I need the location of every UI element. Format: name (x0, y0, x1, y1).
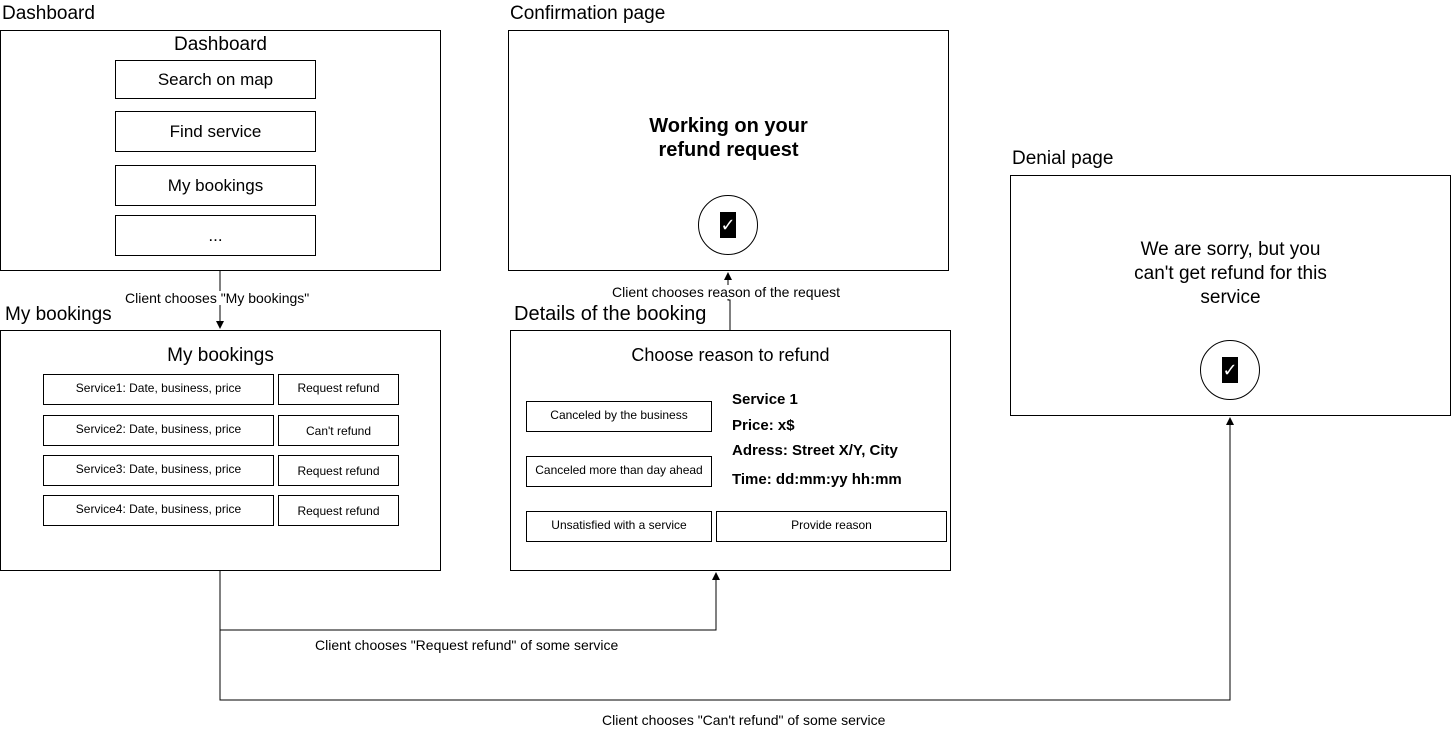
confirmation-frame-title: Confirmation page (510, 3, 666, 24)
my-bookings-inner-title: My bookings (167, 345, 274, 366)
edge-label-reason: Client chooses reason of the request (612, 284, 841, 300)
edge-my-bookings-to-details (219, 570, 720, 631)
booking-row-service: Service1: Date, business, price (43, 374, 274, 405)
booking-address: Adress: Street X/Y, City (732, 442, 898, 459)
confirmation-message-line: refund request (658, 139, 799, 161)
denial-message: We are sorry, but you can't get refund f… (1011, 238, 1450, 310)
my-bookings-frame-title: My bookings (5, 304, 112, 325)
reason-canceled-by-business-button[interactable]: Canceled by the business (526, 401, 712, 432)
denial-frame-title: Denial page (1012, 148, 1114, 169)
reason-canceled-ahead-button[interactable]: Canceled more than day ahead (526, 456, 712, 487)
my-bookings-frame: My bookings Service1: Date, business, pr… (0, 330, 441, 571)
booking-row-service: Service3: Date, business, price (43, 455, 274, 486)
denial-message-line: service (1200, 287, 1261, 308)
booking-row-service: Service2: Date, business, price (43, 415, 274, 446)
denial-frame: We are sorry, but you can't get refund f… (1010, 175, 1451, 416)
booking-price: Price: x$ (732, 417, 795, 434)
confirmation-frame: Working on your refund request ✓ (508, 30, 949, 271)
booking-service-name: Service 1 (732, 391, 798, 408)
confirmation-message-line: Working on your (649, 115, 808, 137)
find-service-button[interactable]: Find service (115, 111, 316, 152)
details-frame: Choose reason to refund Canceled by the … (510, 330, 951, 571)
confirmation-message: Working on your refund request (509, 114, 948, 162)
request-refund-button[interactable]: Request refund (278, 495, 399, 526)
dashboard-inner-title: Dashboard (174, 34, 267, 55)
edge-label-my-bookings: Client chooses "My bookings" (125, 290, 310, 306)
request-refund-button[interactable]: Request refund (278, 374, 399, 405)
provide-reason-field[interactable]: Provide reason (716, 511, 947, 542)
details-frame-title: Details of the booking (514, 303, 707, 325)
dashboard-frame-title: Dashboard (2, 3, 95, 24)
more-button[interactable]: ... (115, 215, 316, 256)
booking-time: Time: dd:mm:yy hh:mm (732, 471, 902, 488)
checkmark-icon: ✓ (1222, 357, 1238, 383)
denial-message-line: We are sorry, but you (1140, 239, 1321, 260)
cant-refund-button[interactable]: Can't refund (278, 415, 399, 446)
search-on-map-button[interactable]: Search on map (115, 60, 316, 99)
edge-my-bookings-to-denial (219, 417, 1234, 701)
edge-label-request-refund: Client chooses "Request refund" of some … (315, 637, 619, 653)
edge-label-cant-refund: Client chooses "Can't refund" of some se… (602, 712, 886, 728)
my-bookings-button[interactable]: My bookings (115, 165, 316, 206)
dashboard-frame: Dashboard Search on map Find service My … (0, 30, 441, 271)
booking-row-service: Service4: Date, business, price (43, 495, 274, 526)
details-inner-title: Choose reason to refund (631, 345, 830, 365)
denial-message-line: can't get refund for this (1134, 263, 1327, 284)
request-refund-button[interactable]: Request refund (278, 455, 399, 486)
confirmation-status-circle: ✓ (698, 195, 758, 255)
reason-unsatisfied-button[interactable]: Unsatisfied with a service (526, 511, 712, 542)
edge-details-to-confirmation (724, 272, 732, 330)
denial-status-circle: ✓ (1200, 340, 1260, 400)
checkmark-icon: ✓ (720, 212, 736, 238)
